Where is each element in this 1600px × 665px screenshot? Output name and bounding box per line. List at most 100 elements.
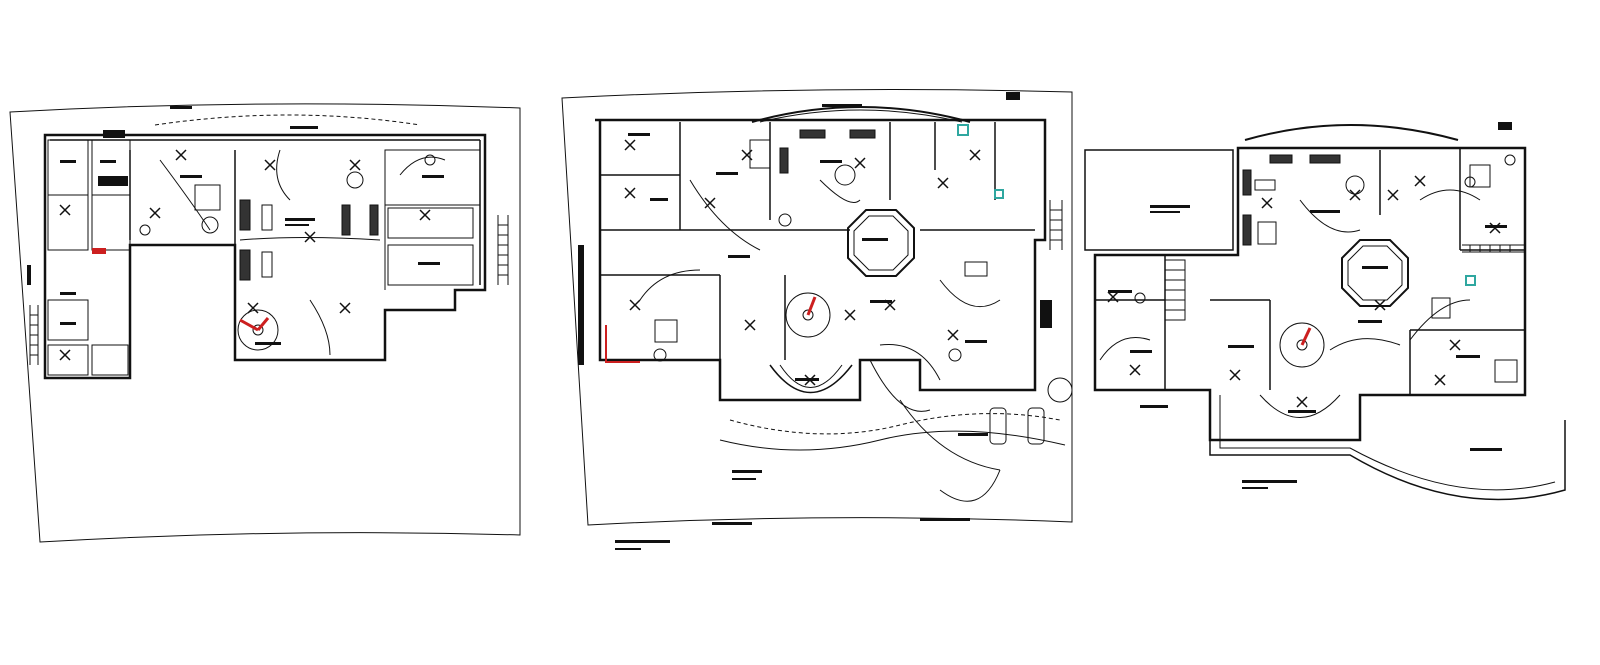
bay-arc-dashed <box>154 114 421 126</box>
stair-ramp-left <box>29 305 39 365</box>
top-bay-arc-right <box>1244 124 1459 141</box>
ceiling-light-fixtures <box>1107 175 1501 408</box>
bed-block <box>749 139 771 169</box>
top-bay-arc <box>751 106 971 123</box>
cyan-fixture <box>994 189 1004 199</box>
ceiling-light-fixtures <box>59 149 431 361</box>
fixture-circle <box>201 216 219 234</box>
octagon-hall-right <box>1341 239 1409 307</box>
red-wall-segment <box>605 325 640 363</box>
bed-block <box>654 319 678 343</box>
fixture-circle <box>1134 292 1146 304</box>
wiring-line <box>1099 337 1151 361</box>
car-parking <box>989 407 1007 445</box>
garden-curve <box>719 430 1066 451</box>
wiring-line <box>939 279 1001 308</box>
fixture-circle <box>834 164 856 186</box>
fixture-circle <box>1504 154 1516 166</box>
stair-flight-right <box>1049 200 1063 250</box>
wiring-line <box>939 469 1001 502</box>
wiring-line <box>159 159 211 231</box>
interior-walls-right <box>1095 148 1525 395</box>
sofa-block <box>341 204 351 236</box>
sofa-block <box>369 204 379 236</box>
fixture-circle <box>653 348 667 362</box>
table-block <box>261 251 273 278</box>
site-boundary-middle <box>561 89 1073 526</box>
wiring-line <box>1419 189 1481 201</box>
spiral-staircase-left <box>237 309 279 351</box>
sofa-block <box>1269 154 1293 164</box>
room-left-9 <box>387 207 474 239</box>
octagon-hall-right-inner <box>1347 245 1403 301</box>
bed-block <box>194 184 221 211</box>
floor-plan-right <box>1084 122 1566 501</box>
garden-curve-dashed <box>729 413 1061 435</box>
spiral-staircase-right <box>1279 322 1325 368</box>
car-parking <box>1027 407 1045 445</box>
sofa-block <box>849 129 876 139</box>
floor-plan-middle <box>561 89 1073 550</box>
curved-balcony-outer <box>1209 395 1566 501</box>
stair-block-red <box>92 248 106 254</box>
cyan-fixture <box>957 124 969 136</box>
sofa-block <box>239 249 251 281</box>
sofa-block <box>1242 214 1252 246</box>
dining-table <box>1431 297 1451 319</box>
curved-balcony-inner <box>1219 395 1556 491</box>
curved-wing-lower <box>769 364 853 394</box>
ceiling-light-fixtures <box>624 139 981 386</box>
room-left-3 <box>47 194 89 251</box>
sofa-block <box>779 147 789 174</box>
room-labels-left <box>27 106 444 345</box>
building-outline-left <box>43 133 487 380</box>
bed-block <box>1254 179 1276 191</box>
sofa-block <box>799 129 826 139</box>
sofa-block <box>1242 169 1252 196</box>
wiring-line <box>309 299 331 356</box>
room-left-4 <box>91 194 131 251</box>
bed-block <box>1469 164 1491 188</box>
fixture-circle <box>139 224 151 236</box>
room-left-6 <box>47 344 89 376</box>
room-labels-right <box>1108 122 1512 489</box>
octagon-hall <box>847 209 915 277</box>
entry-curve <box>869 343 941 412</box>
fixture-circle <box>424 154 436 166</box>
inner-wall-line <box>50 139 481 355</box>
spiral-staircase-middle <box>785 292 831 338</box>
site-boundary-left <box>9 103 521 543</box>
cyan-fixture <box>1465 275 1476 286</box>
wiring-line <box>899 399 1001 471</box>
fixture-circle <box>778 213 792 227</box>
interior-walls-middle <box>600 122 1035 360</box>
wiring-line <box>1329 338 1401 351</box>
wiring-line <box>239 237 381 241</box>
wiring-line <box>399 156 446 176</box>
wiring-line <box>1409 299 1471 341</box>
room-left-10 <box>387 244 474 286</box>
room-left-7 <box>91 344 129 376</box>
curved-wing-lower-inner <box>779 364 843 388</box>
table-block <box>1257 221 1277 245</box>
building-outline-middle <box>595 118 1047 402</box>
fixture-circle <box>948 348 962 362</box>
wiring-line <box>1299 199 1361 233</box>
top-bay-arc-inner <box>759 109 963 123</box>
wiring-line <box>689 179 761 251</box>
fixture-circle <box>1464 176 1476 188</box>
octagon-hall-inner <box>853 215 909 271</box>
sofa-block <box>1309 154 1341 164</box>
room-labels-middle <box>578 92 1052 550</box>
fixture-circle <box>346 171 364 189</box>
wiring-line <box>819 179 861 203</box>
stair-ramp-right <box>497 215 509 285</box>
curved-wing-right <box>1259 394 1341 418</box>
roof-terrace-box <box>1084 149 1234 251</box>
stair-flight-left-side <box>1165 259 1186 321</box>
table-block <box>261 204 273 231</box>
stair-flight-right-side <box>1462 244 1525 253</box>
wiring-line <box>276 149 291 201</box>
